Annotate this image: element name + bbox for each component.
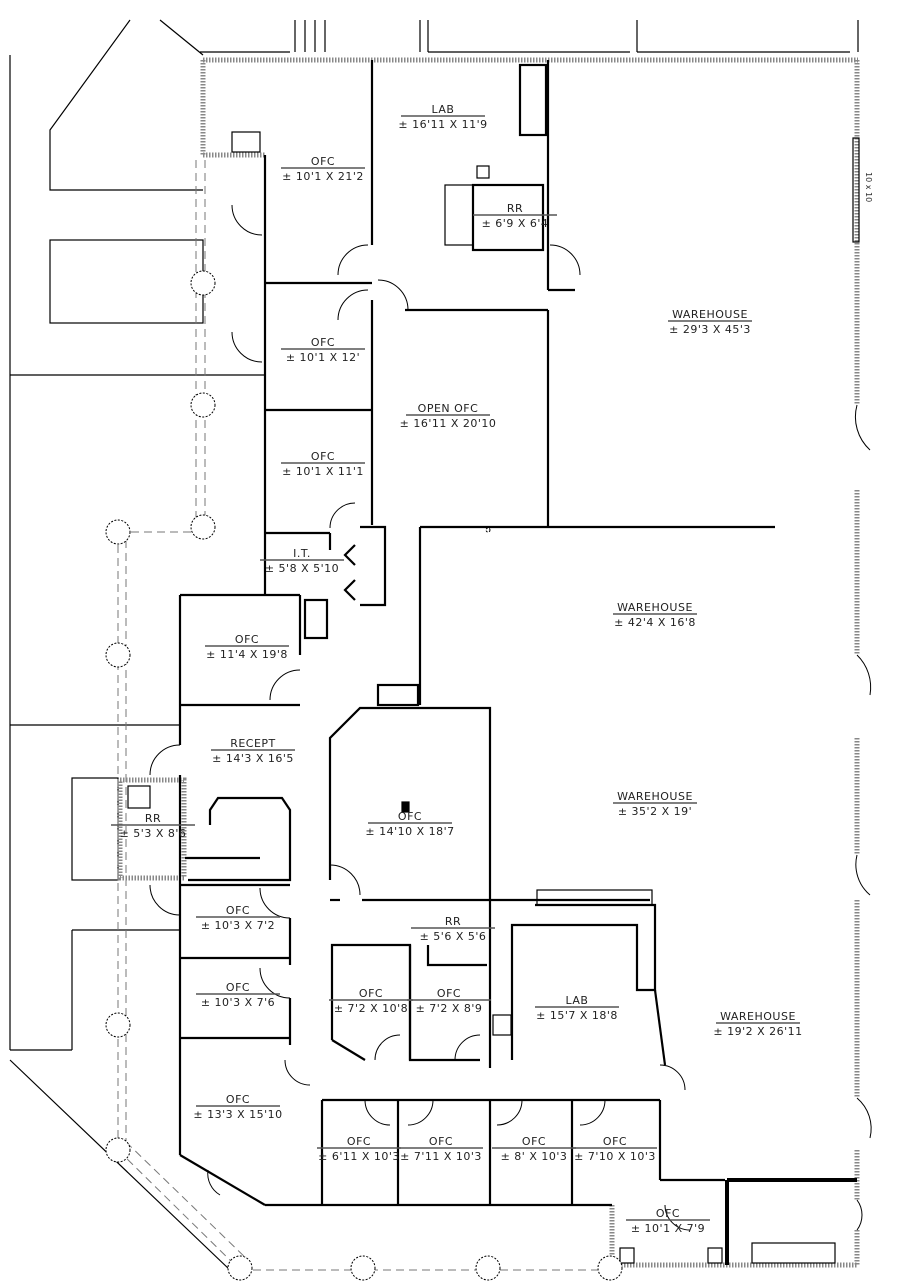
room-dimensions: ± 14'3 X 16'5 (212, 752, 294, 765)
room-name: LAB (432, 103, 455, 116)
room-name: LAB (566, 994, 589, 1007)
room-label: WAREHOUSE ± 19'2 X 26'11 (713, 1010, 802, 1038)
room-label: OFC ± 10'3 X 7'2 (196, 904, 280, 932)
room-name: RECEPT (230, 737, 276, 750)
site-outlines (9, 19, 859, 1271)
room-dimensions: ± 35'2 X 19' (618, 805, 692, 818)
room-dimensions: ± 8' X 10'3 (501, 1150, 568, 1163)
room-dimensions: ± 7'11 X 10'3 (400, 1150, 482, 1163)
room-dimensions: ± 16'11 X 11'9 (398, 118, 487, 131)
room-dimensions: ± 15'7 X 18'8 (536, 1009, 618, 1022)
room-label: I.T. ± 5'8 X 5'10 (260, 547, 344, 575)
room-label: OFC ± 13'3 X 15'10 (193, 1093, 282, 1121)
room-dimensions: ± 19'2 X 26'11 (713, 1025, 802, 1038)
room-label: LAB ± 16'11 X 11'9 (398, 103, 487, 131)
room-name: OFC (226, 904, 250, 917)
room-label: WAREHOUSE ± 42'4 X 16'8 (613, 601, 697, 629)
room-name: RR (507, 202, 523, 215)
room-label: LAB ± 15'7 X 18'8 (535, 994, 619, 1022)
room-name: OFC (226, 1093, 250, 1106)
room-dimensions: ± 10'3 X 7'6 (201, 996, 275, 1009)
room-name: OFC (603, 1135, 627, 1148)
room-name: WAREHOUSE (617, 790, 693, 803)
room-label: OFC ± 10'1 X 7'9 (626, 1207, 710, 1235)
room-label: OFC ± 10'1 X 21'2 (281, 155, 365, 183)
room-dimensions: ± 13'3 X 15'10 (193, 1108, 282, 1121)
room-dimensions: ± 11'4 X 19'8 (206, 648, 288, 661)
room-label: OPEN OFC ± 16'11 X 20'10 (400, 402, 497, 430)
room-label: OFC ± 6'11 X 10'3 (317, 1135, 401, 1163)
room-name: WAREHOUSE (672, 308, 748, 321)
room-name: OFC (522, 1135, 546, 1148)
room-dimensions: ± 10'1 X 7'9 (631, 1222, 705, 1235)
room-label: WAREHOUSE ± 35'2 X 19' (613, 790, 697, 818)
overhead-door-label: 10 x 10 (864, 172, 873, 202)
room-label: OFC ± 7'2 X 10'8 (329, 987, 413, 1015)
door-swings (149, 204, 872, 1231)
room-dimensions: ± 10'1 X 21'2 (282, 170, 364, 183)
room-label: RR ± 5'3 X 8'6 (111, 812, 195, 840)
exterior-walls (117, 57, 860, 1268)
room-label: OFC ± 7'10 X 10'3 (573, 1135, 657, 1163)
room-dimensions: ± 16'11 X 20'10 (400, 417, 497, 430)
room-dimensions: ± 10'1 X 11'1 (282, 465, 364, 478)
room-dimensions: ± 7'2 X 10'8 (334, 1002, 408, 1015)
room-label: RR ± 6'9 X 6'4 (473, 202, 557, 230)
structural-columns (105, 270, 623, 1281)
room-dimensions: ± 5'3 X 8'6 (120, 827, 187, 840)
room-name: OFC (311, 336, 335, 349)
room-name: OFC (311, 155, 335, 168)
room-name: OFC (398, 810, 422, 823)
interior-walls (127, 60, 857, 1265)
room-name: OFC (429, 1135, 453, 1148)
room-name: I.T. (293, 547, 311, 560)
room-dimensions: ± 5'6 X 5'6 (420, 930, 487, 943)
room-name: OFC (226, 981, 250, 994)
room-dimensions: ± 29'3 X 45'3 (669, 323, 751, 336)
room-label: OFC ± 10'1 X 12' (281, 336, 365, 364)
room-label: OFC ± 11'4 X 19'8 (205, 633, 289, 661)
room-label: OFC ± 7'2 X 8'9 (407, 987, 491, 1015)
room-name: RR (145, 812, 161, 825)
room-dimensions: ± 10'1 X 12' (286, 351, 360, 364)
room-label: RECEPT ± 14'3 X 16'5 (211, 737, 295, 765)
room-label: WAREHOUSE ± 29'3 X 45'3 (668, 308, 752, 336)
room-dimensions: ± 6'9 X 6'4 (482, 217, 549, 230)
room-label: OFC ± 14'10 X 18'7 (365, 810, 454, 838)
room-name: RR (445, 915, 461, 928)
room-label: OFC ± 10'3 X 7'6 (196, 981, 280, 1009)
room-name: OFC (235, 633, 259, 646)
room-dimensions: ± 6'11 X 10'3 (318, 1150, 400, 1163)
room-dimensions: ± 7'2 X 8'9 (416, 1002, 483, 1015)
room-name: OFC (656, 1207, 680, 1220)
room-label: OFC ± 8' X 10'3 (492, 1135, 576, 1163)
room-dimensions: ± 42'4 X 16'8 (614, 616, 696, 629)
room-label: OFC ± 7'11 X 10'3 (399, 1135, 483, 1163)
room-label: RR ± 5'6 X 5'6 (411, 915, 495, 943)
room-label: OFC ± 10'1 X 11'1 (281, 450, 365, 478)
room-name: OPEN OFC (418, 402, 479, 415)
room-dimensions: ± 14'10 X 18'7 (365, 825, 454, 838)
room-dimensions: ± 7'10 X 10'3 (574, 1150, 656, 1163)
room-name: WAREHOUSE (720, 1010, 796, 1023)
room-dimensions: ± 5'8 X 5'10 (265, 562, 339, 575)
room-name: WAREHOUSE (617, 601, 693, 614)
room-name: OFC (437, 987, 461, 1000)
room-name: OFC (359, 987, 383, 1000)
room-name: OFC (311, 450, 335, 463)
room-dimensions: ± 10'3 X 7'2 (201, 919, 275, 932)
room-name: OFC (347, 1135, 371, 1148)
